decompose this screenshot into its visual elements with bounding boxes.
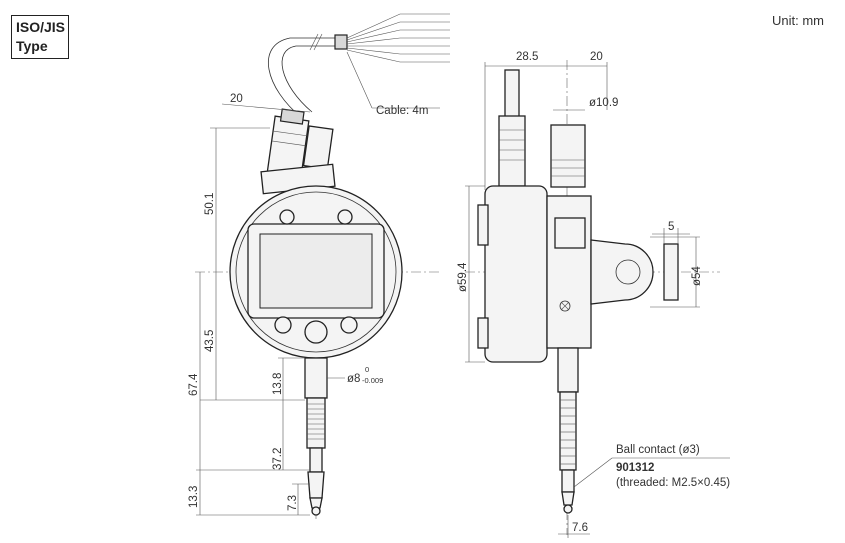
- dim-stem-diameter: ø8: [347, 373, 360, 385]
- dim-height-top: 50.1: [204, 193, 216, 215]
- dim-stem-tol-upper: 0: [365, 365, 369, 374]
- side-knob-grips: [551, 159, 585, 177]
- side-lug: [590, 239, 654, 305]
- connector-knob: [302, 125, 334, 170]
- side-lug-hole: [615, 259, 641, 285]
- stem: [304, 357, 328, 399]
- dim-stem-tol-lower: -0.009: [362, 376, 383, 385]
- spindle-threaded: [306, 397, 326, 449]
- dim-height-total: 67.4: [188, 373, 200, 396]
- dim-side-lug: 20: [590, 51, 603, 63]
- contact-title: Ball contact (ø3): [616, 444, 700, 456]
- side-clip-top: [477, 204, 489, 246]
- side-spindle-lower: [561, 469, 575, 493]
- side-stem: [557, 347, 579, 393]
- dim-knob-diameter: ø10.9: [589, 97, 618, 109]
- cable-break-2: [313, 33, 323, 51]
- dim-tip-length: 13.3: [188, 486, 200, 508]
- tip-collar: [307, 471, 325, 499]
- dim-lug-width: 5: [668, 221, 674, 233]
- side-back-slot: [554, 217, 586, 249]
- spindle-lower: [309, 447, 323, 473]
- dim-side-depth: 28.5: [516, 51, 538, 63]
- button-center: [304, 320, 328, 344]
- side-spindle-threads: [560, 399, 576, 465]
- side-cable: [504, 69, 520, 119]
- top-button-left: [279, 209, 295, 225]
- tip-cone: [309, 497, 323, 509]
- contact-part-number: 901312: [616, 462, 654, 474]
- dim-cable-offset: 20: [230, 93, 243, 105]
- dim-height-mid: 43.5: [204, 330, 216, 352]
- cable-leader: [346, 51, 373, 109]
- spindle-threads: [307, 403, 325, 440]
- side-tip: [561, 491, 575, 506]
- side-connector-grips: [499, 129, 525, 161]
- cable-sleeve: [334, 34, 348, 50]
- side-screw: [559, 300, 571, 312]
- dim-tip-small: 7.3: [287, 495, 299, 511]
- side-tip-ball: [563, 504, 573, 514]
- dim-cable-offset-line: [221, 103, 311, 113]
- dim-lug-diameter: ø54: [691, 266, 703, 286]
- button-right: [340, 316, 358, 334]
- badge-line-1: ISO/JIS: [16, 19, 66, 35]
- cable-wires: [346, 13, 450, 63]
- side-knob: [550, 124, 586, 188]
- top-button-right: [337, 209, 353, 225]
- side-view: 28.5 20 ø10.9: [457, 51, 730, 538]
- side-body: [484, 185, 548, 363]
- tip-ball: [311, 506, 321, 516]
- cable-outer: [267, 37, 335, 119]
- unit-label: Unit: mm: [772, 13, 824, 28]
- lug-section: [663, 243, 679, 301]
- cable-length-label: Cable: 4m: [376, 105, 428, 117]
- front-view: Cable: 4m 20: [188, 13, 450, 520]
- side-clip-bottom: [477, 317, 489, 349]
- connector: [266, 108, 334, 182]
- dim-spindle-length: 37.2: [272, 448, 284, 470]
- dial-bezel-inner: [235, 191, 397, 353]
- side-spindle: [559, 391, 577, 471]
- standard-badge: ISO/JIS Type: [11, 15, 69, 59]
- badge-line-2: Type: [16, 38, 48, 54]
- side-connector: [498, 115, 526, 187]
- dim-body-diameter: ø59.4: [457, 262, 469, 292]
- button-left: [274, 316, 292, 334]
- cable-break-1: [309, 33, 319, 51]
- contact-thread: (threaded: M2.5×0.45): [616, 477, 730, 489]
- dim-stem-length: 13.8: [272, 373, 284, 395]
- dim-contact-offset: 7.6: [572, 522, 588, 534]
- lcd-screen: [259, 233, 373, 309]
- cable-inner: [281, 45, 335, 113]
- contact-leader: [573, 457, 613, 488]
